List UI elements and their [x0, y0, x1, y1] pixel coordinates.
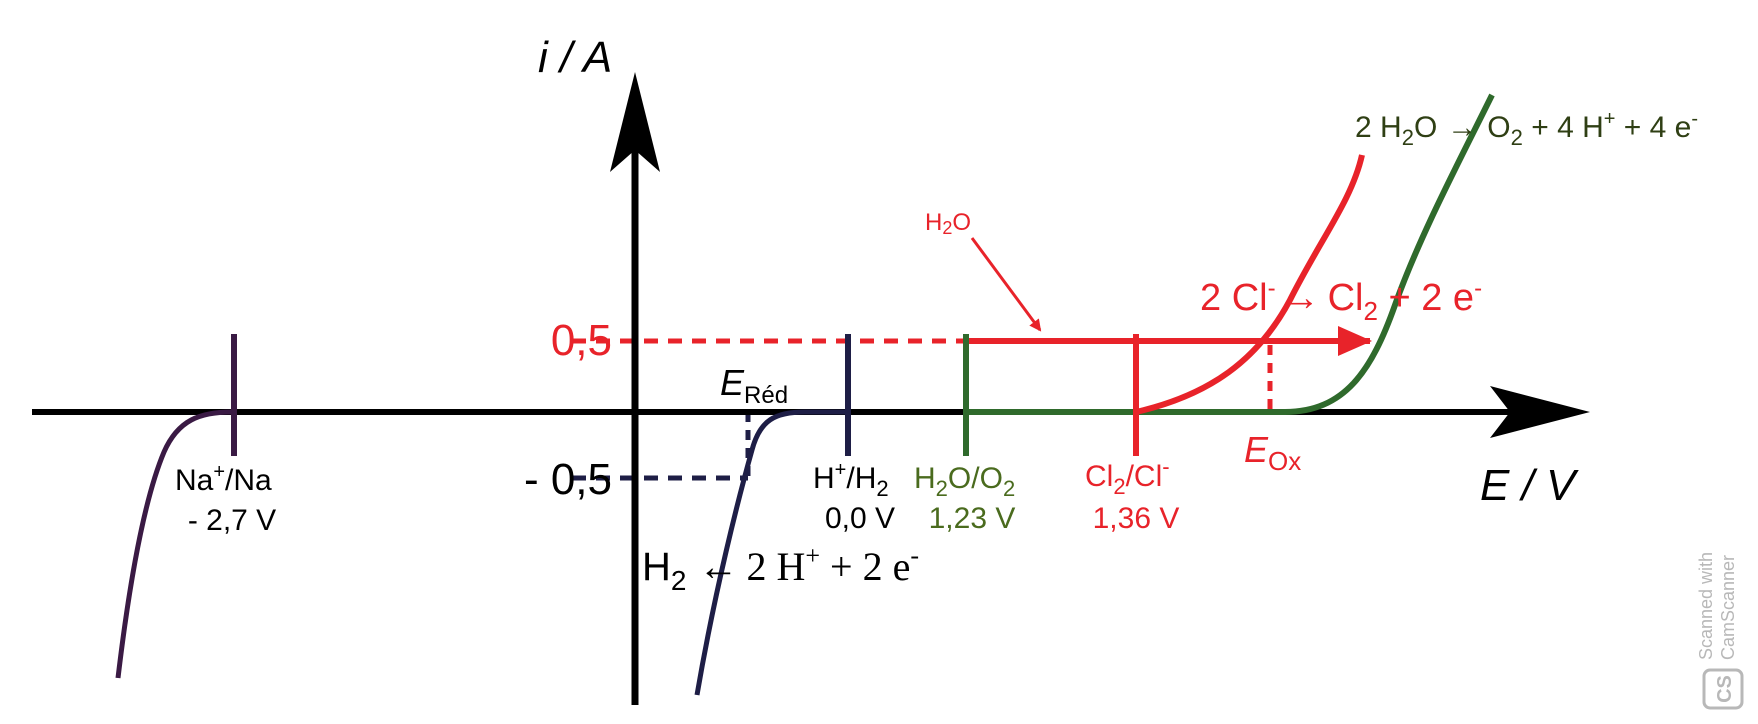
- tick-label-0.5: 0,5: [551, 316, 612, 365]
- e-red-label: ERéd: [720, 362, 788, 409]
- o2-potential-value: 1,23 V: [929, 502, 1016, 535]
- watermark-logo-box: [1702, 668, 1744, 710]
- camscanner-watermark: Scanned with CamScanner CS: [1696, 552, 1744, 710]
- cl-oxidation-curve: [1135, 154, 1365, 415]
- watermark-line2: CamScanner: [1718, 555, 1738, 660]
- y-axis-label: i / A: [538, 33, 612, 82]
- current-level-arrowhead: [1338, 326, 1372, 356]
- o2-couple-label: H2O/O2: [914, 462, 1015, 501]
- h2o-pointer-label: H2O: [925, 209, 971, 238]
- watermark-logo: CS: [1714, 675, 1736, 703]
- cl-couple-label: Cl2/Cl-: [1085, 454, 1170, 499]
- x-axis-label: E / V: [1480, 461, 1579, 510]
- water-oxidation-curve: [966, 93, 1495, 415]
- h2-potential-value: 0,0 V: [825, 502, 895, 535]
- cl-potential-value: 1,36 V: [1093, 502, 1180, 535]
- h2o-pointer-arrow: [970, 237, 1042, 332]
- h2-couple-label: H+/H2: [813, 459, 889, 501]
- e-ox-label: EOx: [1244, 429, 1301, 476]
- tick-label-neg0.5: - 0,5: [524, 455, 612, 504]
- na-potential-value: - 2,7 V: [188, 504, 276, 537]
- y-axis-arrowhead: [610, 72, 660, 172]
- na-reduction-curve: [115, 409, 233, 679]
- water-oxidation-equation: 2 H2O→O2 + 4 H+ + 4 e-: [1355, 108, 1698, 150]
- watermark-line1: Scanned with: [1696, 552, 1716, 660]
- na-couple-label: Na+/Na: [175, 461, 272, 497]
- h2-reduction-curve: [694, 409, 848, 696]
- x-axis-arrowhead: [1490, 386, 1590, 438]
- cl-oxidation-equation: 2 Cl-→Cl2 + 2 e-: [1200, 275, 1482, 326]
- h2-reduction-equation: H2←2 H+ + 2 e-: [642, 541, 919, 596]
